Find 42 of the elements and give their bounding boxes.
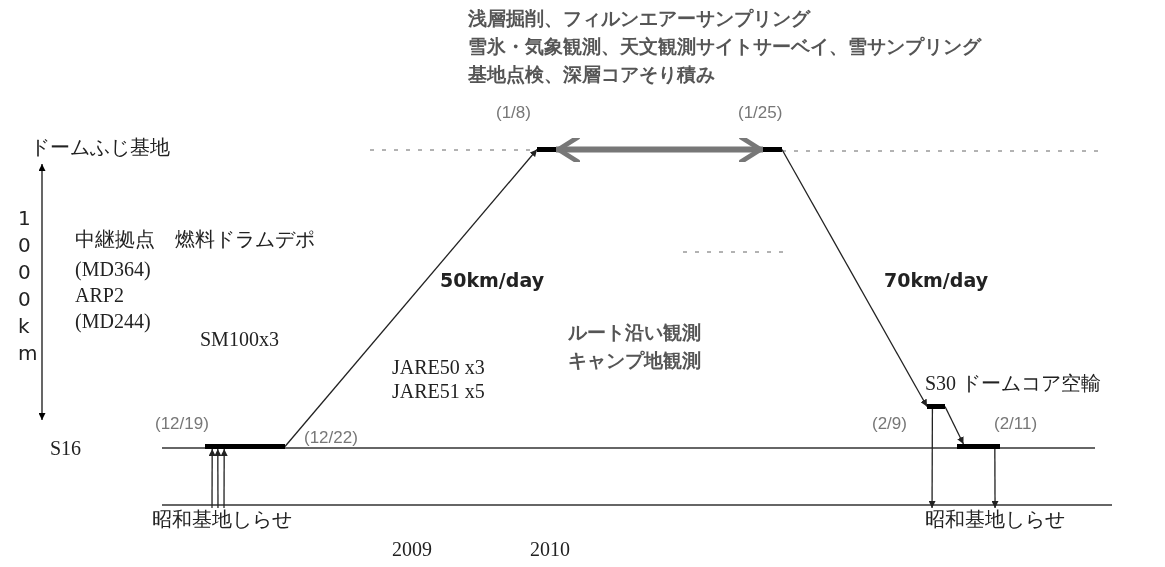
stay-bar bbox=[763, 147, 782, 152]
arrow bbox=[991, 448, 999, 509]
stay-bar bbox=[927, 404, 945, 409]
arrow bbox=[781, 148, 928, 408]
date-label: (2/11) bbox=[994, 414, 1038, 434]
axis-label: 1000km bbox=[18, 205, 39, 367]
label-text: (MD244) bbox=[75, 310, 151, 333]
place-label: 昭和基地しらせ bbox=[152, 508, 292, 531]
stay-bar bbox=[957, 444, 1000, 449]
date-label: (12/22) bbox=[304, 428, 358, 448]
arrow bbox=[208, 448, 216, 509]
year-label: 2010 bbox=[530, 538, 570, 561]
arrow bbox=[220, 448, 228, 509]
edge-label: 50km/day bbox=[440, 270, 545, 292]
date-label: (2/9) bbox=[872, 414, 907, 434]
note-text: 浅層掘削、フィルンエアーサンプリング bbox=[468, 8, 810, 30]
note-text: キャンプ地観測 bbox=[568, 350, 701, 372]
date-label: (1/25) bbox=[738, 103, 783, 123]
note-text: 雪氷・気象観測、天文観測サイトサーベイ、雪サンプリング bbox=[468, 36, 981, 58]
label-text: S30 ドームコア空輸 bbox=[925, 372, 1102, 395]
stay-bar bbox=[205, 444, 285, 449]
axis-label: ドームふじ基地 bbox=[30, 136, 170, 159]
label-text: (MD364) bbox=[75, 258, 151, 281]
year-label: 2009 bbox=[392, 538, 432, 561]
label-text: ARP2 bbox=[75, 284, 124, 307]
arrow bbox=[944, 405, 965, 445]
arrow bbox=[214, 448, 222, 509]
label-text: JARE50 x3 bbox=[392, 356, 485, 379]
label-text: SM100x3 bbox=[200, 328, 279, 351]
arrow bbox=[556, 135, 763, 164]
arrow bbox=[284, 148, 538, 448]
arrow bbox=[928, 408, 936, 509]
axis-label: S16 bbox=[50, 437, 82, 460]
edge-label: 70km/day bbox=[884, 270, 989, 292]
date-label: (12/19) bbox=[155, 414, 209, 434]
label-text: 中継拠点 燃料ドラムデポ bbox=[75, 228, 315, 251]
stay-bar bbox=[537, 147, 556, 152]
label-text: JARE51 x5 bbox=[392, 380, 485, 403]
note-text: ルート沿い観測 bbox=[568, 322, 701, 344]
note-text: 基地点検、深層コアそり積み bbox=[468, 64, 715, 86]
date-label: (1/8) bbox=[496, 103, 531, 123]
place-label: 昭和基地しらせ bbox=[925, 508, 1065, 531]
